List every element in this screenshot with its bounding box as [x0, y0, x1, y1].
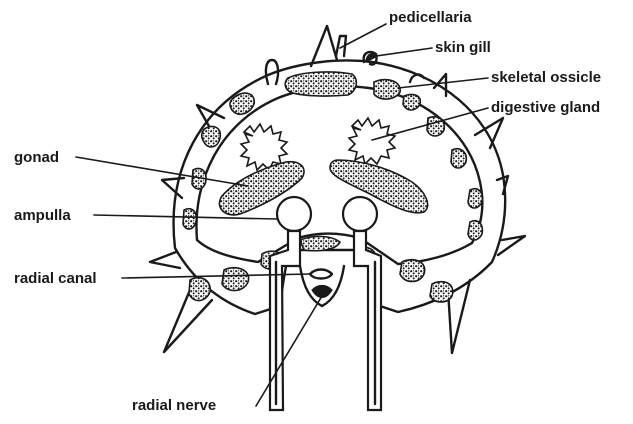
skeletal-ossicle [400, 260, 425, 282]
skin-gill-small [410, 75, 424, 82]
skin-gill-right-tip [366, 54, 376, 61]
label-radial-nerve: radial nerve [132, 397, 216, 414]
gonads [219, 160, 427, 215]
tube-foot-right [354, 231, 381, 410]
skeletal-ossicle [468, 189, 482, 208]
label-gonad: gonad [14, 149, 59, 166]
label-radial-canal: radial canal [14, 270, 97, 287]
ampulla-right [343, 197, 377, 231]
label-skin-gill: skin gill [435, 39, 491, 56]
skeletal-ossicle [285, 72, 356, 96]
skeletal-ossicle [403, 94, 420, 110]
spine [150, 252, 180, 268]
label-ampulla: ampulla [14, 207, 71, 224]
label-skeletal-ossicle: skeletal ossicle [491, 69, 601, 86]
spine [162, 178, 184, 198]
ambulacral-groove [300, 266, 344, 306]
skeletal-ossicle [451, 149, 466, 168]
skeletal-ossicle [374, 80, 400, 99]
leader-gonad [76, 157, 248, 186]
skeletal-ossicle [427, 117, 444, 136]
label-pedicellaria: pedicellaria [389, 9, 472, 26]
digestive-gland-right [349, 118, 395, 164]
skeletal-ossicles [183, 72, 482, 302]
ampulla-left [277, 197, 311, 231]
skeletal-ossicle [202, 126, 220, 146]
skeletal-ossicle [222, 268, 249, 291]
label-digestive-gland: digestive gland [491, 99, 600, 116]
leader-skin-gill [376, 48, 432, 56]
spine [498, 236, 525, 255]
skeletal-ossicle [430, 282, 453, 302]
skeletal-ossicle [300, 236, 340, 250]
spine [497, 176, 508, 194]
skeletal-ossicle [189, 278, 210, 301]
leader-radial-nerve [256, 296, 322, 406]
radial-canal [310, 270, 332, 279]
tube-foot-left [270, 231, 300, 410]
skeletal-ossicle [183, 209, 196, 229]
digestive-glands [241, 118, 395, 170]
skeletal-ossicle [468, 221, 482, 240]
